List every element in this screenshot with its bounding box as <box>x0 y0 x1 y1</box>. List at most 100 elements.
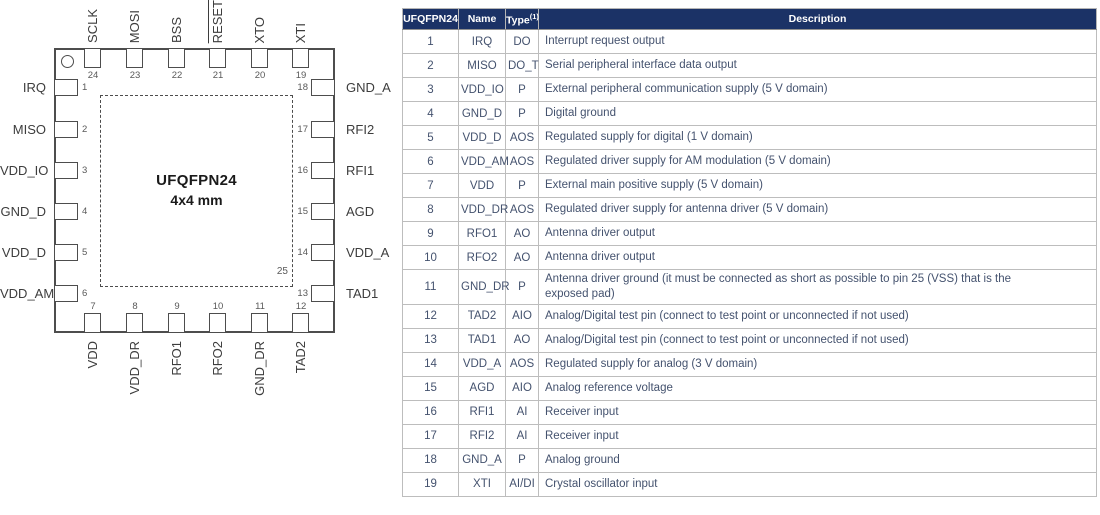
pin-pad-22 <box>168 48 185 68</box>
pin-label-rfo1: RFO1 <box>169 341 184 376</box>
description-cell: Serial peripheral interface data output <box>538 53 1097 78</box>
description-cell: Antenna driver output <box>538 245 1097 270</box>
name-cell: IRQ <box>458 29 506 54</box>
name-cell: AGD <box>458 375 506 401</box>
pin-label-vdd_a: VDD_A <box>346 245 390 260</box>
pin-label-rfi2: RFI2 <box>346 122 375 137</box>
name-cell: TAD2 <box>458 303 506 329</box>
pin-cell: 18 <box>402 447 459 473</box>
pin-cell: 17 <box>402 423 459 449</box>
pin-number-12: 12 <box>295 301 307 312</box>
description-cell: Interrupt request output <box>538 29 1097 54</box>
pin-cell: 19 <box>402 471 459 497</box>
type-cell: DO_T <box>505 53 539 78</box>
pin-number-3: 3 <box>82 165 88 176</box>
pin-pad-21 <box>209 48 226 68</box>
pin-label-miso: MISO <box>12 122 46 137</box>
pin-cell: 2 <box>402 53 459 78</box>
pin-number-13: 13 <box>297 288 308 299</box>
pin-label-xto: XTO <box>252 16 267 44</box>
description-cell: Digital ground <box>538 101 1097 126</box>
pin-pad-2 <box>54 121 78 138</box>
pin-label-gnd_d: GND_D <box>0 204 46 219</box>
description-cell: Crystal oscillator input <box>538 471 1097 497</box>
pin-cell: 14 <box>402 351 459 377</box>
pin-cell: 10 <box>402 245 459 270</box>
pin-number-24: 24 <box>87 70 99 81</box>
pin-pad-7 <box>84 313 101 333</box>
pin-pad-20 <box>251 48 268 68</box>
description-cell: Analog/Digital test pin (connect to test… <box>538 303 1097 329</box>
description-cell: Receiver input <box>538 399 1097 425</box>
pin-cell: 12 <box>402 303 459 329</box>
pin-label-gnd_a: GND_A <box>346 80 391 95</box>
pin-label-sclk: SCLK <box>85 9 100 43</box>
name-cell: VDD_A <box>458 351 506 377</box>
table-header-row: UFQFPN24 Name Type(1) Description <box>402 8 1097 30</box>
col-header-description: Description <box>538 8 1097 30</box>
pin-pad-5 <box>54 244 78 261</box>
name-cell: VDD_AM <box>458 149 509 174</box>
pin-label-reset: RESET <box>210 0 225 43</box>
pin-pad-23 <box>126 48 143 68</box>
pin-number-9: 9 <box>174 301 180 312</box>
description-cell: External peripheral communication supply… <box>538 77 1097 102</box>
name-cell: VDD_IO <box>458 77 506 102</box>
type-cell: AOS <box>505 351 539 377</box>
pin-number-16: 16 <box>297 165 308 176</box>
pin-label-vdd_io: VDD_IO <box>0 163 49 178</box>
description-cell: Regulated driver supply for AM modulatio… <box>538 149 1097 174</box>
package-label: UFQFPN24 4x4 mm <box>100 172 293 208</box>
pin-cell: 5 <box>402 125 459 150</box>
type-cell: AIO <box>505 303 539 329</box>
type-cell: DO <box>505 29 539 54</box>
pin-cell: 8 <box>402 197 459 222</box>
pin-number-23: 23 <box>129 70 141 81</box>
package-dimensions: 4x4 mm <box>170 192 223 208</box>
type-cell: P <box>505 77 539 102</box>
package-name: UFQFPN24 <box>156 172 237 189</box>
name-cell: RFI2 <box>458 423 506 449</box>
pin-label-vdd_am: VDD_AM <box>0 286 55 301</box>
pin-number-21: 21 <box>212 70 224 81</box>
pin-pad-9 <box>168 313 185 333</box>
type-cell: AI <box>505 423 539 449</box>
pin-pad-15 <box>311 203 335 220</box>
name-cell: MISO <box>458 53 506 78</box>
pin-cell: 13 <box>402 327 459 353</box>
pin-label-vdd_dr: VDD_DR <box>127 341 142 395</box>
pin-pad-13 <box>311 285 335 302</box>
pin-number-5: 5 <box>82 247 88 258</box>
pin1-indicator-circle <box>61 55 74 68</box>
pin-number-20: 20 <box>254 70 266 81</box>
pin-number-10: 10 <box>212 301 224 312</box>
type-cell: AIO <box>505 375 539 401</box>
name-cell: GND_D <box>458 101 506 126</box>
pin-number-22: 22 <box>171 70 183 81</box>
pin-pad-6 <box>54 285 78 302</box>
col-header-name: Name <box>458 8 506 30</box>
pin-cell: 3 <box>402 77 459 102</box>
name-cell: VDD <box>458 173 506 198</box>
pin-cell: 6 <box>402 149 459 174</box>
pin-cell: 16 <box>402 399 459 425</box>
pin-pad-19 <box>292 48 309 68</box>
pin-cell: 7 <box>402 173 459 198</box>
pin-label-vdd: VDD <box>85 341 100 369</box>
